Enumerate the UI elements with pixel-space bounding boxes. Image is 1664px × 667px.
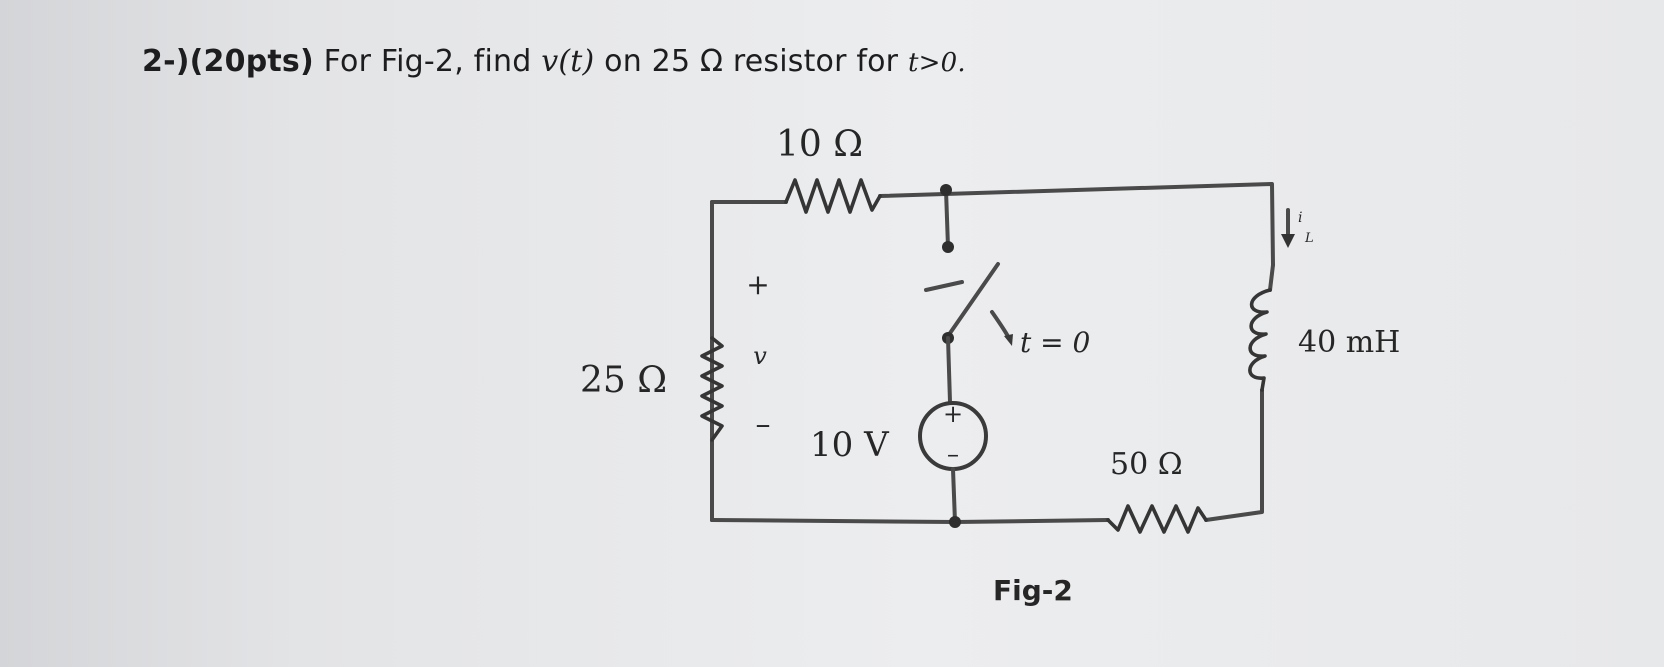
resistor-10-ohm bbox=[784, 178, 882, 214]
switch-top-lead bbox=[944, 188, 950, 249]
inductor-40-mh bbox=[1248, 288, 1272, 392]
voltage-v-label: v bbox=[753, 342, 767, 370]
label-40-mh: 40 mH bbox=[1298, 325, 1400, 360]
label-t-equals-0: t = 0 bbox=[1020, 326, 1090, 359]
source-top-lead bbox=[946, 336, 952, 404]
inductor-top-lead bbox=[1268, 263, 1275, 292]
question-text: 2-)(20pts) For Fig-2, find v(t) on 25 Ω … bbox=[142, 44, 966, 79]
source-plus-sign: + bbox=[943, 400, 963, 428]
label-10-v: 10 V bbox=[810, 425, 890, 465]
question-post: on 25 Ω resistor for bbox=[604, 44, 899, 79]
resistor-50-ohm bbox=[1106, 504, 1208, 534]
resistor-25-ohm bbox=[700, 336, 724, 442]
voltage-plus: + bbox=[746, 268, 769, 301]
source-bottom-lead bbox=[951, 467, 957, 524]
switch-lower-contact bbox=[942, 241, 954, 253]
question-variable: v(t) bbox=[541, 44, 595, 79]
inductor-current-arrow bbox=[1281, 208, 1295, 248]
current-subscript: L bbox=[1304, 231, 1314, 246]
top-branch-wire bbox=[710, 182, 1275, 522]
figure-caption: Fig-2 bbox=[993, 574, 1073, 607]
question-number: 2-) bbox=[142, 44, 190, 79]
source-minus-sign: – bbox=[947, 440, 959, 468]
label-50-ohm: 50 Ω bbox=[1110, 447, 1183, 482]
label-25-ohm: 25 Ω bbox=[580, 360, 667, 401]
voltage-minus: – bbox=[756, 407, 771, 442]
bottom-node bbox=[949, 516, 961, 528]
current-label: i bbox=[1298, 210, 1302, 226]
switch-t0 bbox=[924, 262, 1013, 346]
question-points: (20pts) bbox=[189, 44, 314, 79]
switch-top-contact bbox=[940, 184, 952, 196]
question-pre: For Fig-2, find bbox=[323, 44, 532, 79]
question-condition: t>0. bbox=[907, 48, 966, 78]
label-10-ohm: 10 Ω bbox=[776, 124, 863, 165]
